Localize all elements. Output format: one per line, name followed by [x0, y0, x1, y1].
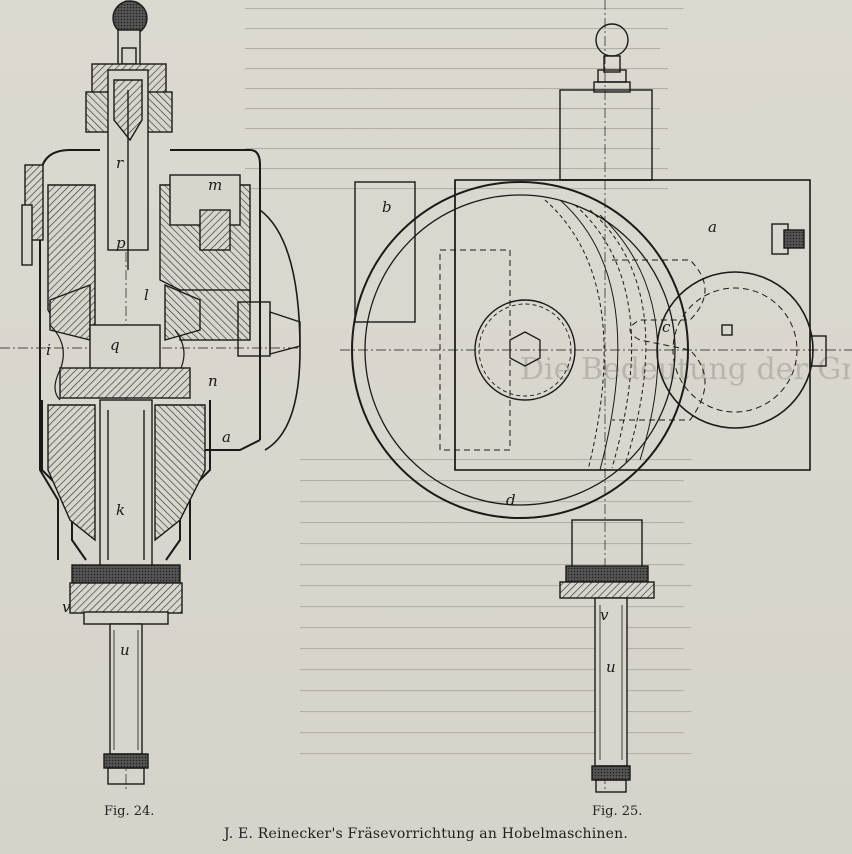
label-b: b	[382, 198, 392, 216]
label-q: q	[110, 336, 120, 354]
label-n: n	[208, 372, 218, 390]
label-u-right: u	[606, 658, 616, 676]
label-l: l	[144, 286, 149, 304]
label-p: p	[116, 234, 126, 252]
fig25-caption: Fig. 25.	[592, 804, 643, 819]
label-a-right: a	[708, 218, 717, 236]
label-i: i	[46, 341, 51, 359]
label-m: m	[208, 176, 222, 194]
label-c: c	[662, 318, 671, 336]
label-k: k	[116, 501, 125, 519]
main-caption: J. E. Reinecker's Fräsevorrichtung an Ho…	[224, 826, 628, 842]
label-a: a	[222, 428, 231, 446]
label-u: u	[120, 641, 130, 659]
label-r: r	[116, 154, 124, 172]
fig24-caption: Fig. 24.	[104, 804, 155, 819]
label-v-right: v	[600, 606, 609, 624]
label-d: d	[506, 491, 516, 509]
label-v: v	[62, 598, 71, 616]
show-through-text-top: ────────────────────────────────────────…	[245, 2, 684, 197]
fig24-section-drawing	[0, 0, 301, 790]
fig25-front-drawing	[340, 0, 852, 793]
